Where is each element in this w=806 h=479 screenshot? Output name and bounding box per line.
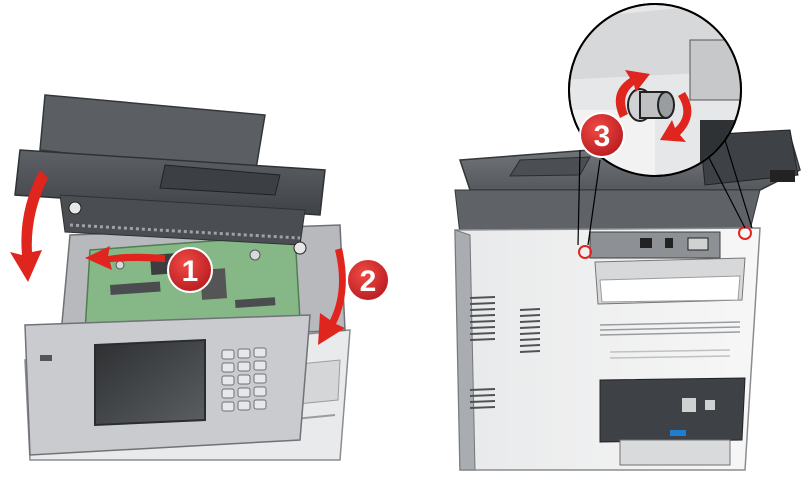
step-badge-2: 2 xyxy=(346,258,390,302)
keypad xyxy=(221,347,267,412)
zoom-callout-lines xyxy=(577,139,753,246)
printer-open-icon: 1 2 xyxy=(10,94,390,461)
step-badge-3: 3 xyxy=(579,112,625,158)
usb-port-icon xyxy=(40,355,52,361)
svg-text:2: 2 xyxy=(360,265,377,298)
step-badge-1: 1 xyxy=(167,247,213,293)
rotate-arrow-icon xyxy=(10,170,346,345)
rotate-arrow-icon xyxy=(615,70,692,142)
thumbscrew-icon xyxy=(627,88,675,122)
svg-text:1: 1 xyxy=(182,255,199,288)
printer-rear-icon xyxy=(454,129,801,471)
svg-text:3: 3 xyxy=(594,120,611,153)
